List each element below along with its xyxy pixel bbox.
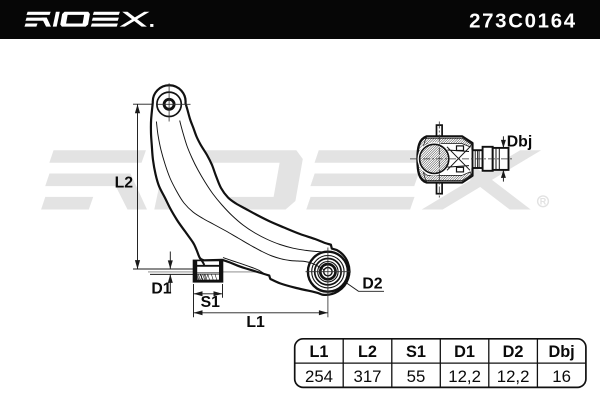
svg-text:12,2: 12,2 [448,367,481,386]
svg-text:S1: S1 [406,343,426,361]
svg-text:R: R [540,197,547,207]
svg-text:Dbj: Dbj [507,134,532,151]
svg-text:12,2: 12,2 [497,367,530,386]
svg-text:D2: D2 [503,343,524,361]
svg-text:L1: L1 [309,343,328,361]
svg-text:D1: D1 [151,281,171,298]
svg-text:Dbj: Dbj [548,343,574,361]
svg-text:D2: D2 [362,275,382,292]
svg-text:S1: S1 [201,294,221,311]
svg-text:16: 16 [552,367,571,386]
svg-text:L2: L2 [115,175,134,192]
svg-text:L1: L1 [246,314,265,331]
svg-text:L2: L2 [358,343,377,361]
svg-text:317: 317 [354,367,382,386]
svg-text:273C0164: 273C0164 [469,11,577,33]
svg-text:254: 254 [305,367,333,386]
svg-text:D1: D1 [454,343,475,361]
svg-text:55: 55 [407,367,426,386]
